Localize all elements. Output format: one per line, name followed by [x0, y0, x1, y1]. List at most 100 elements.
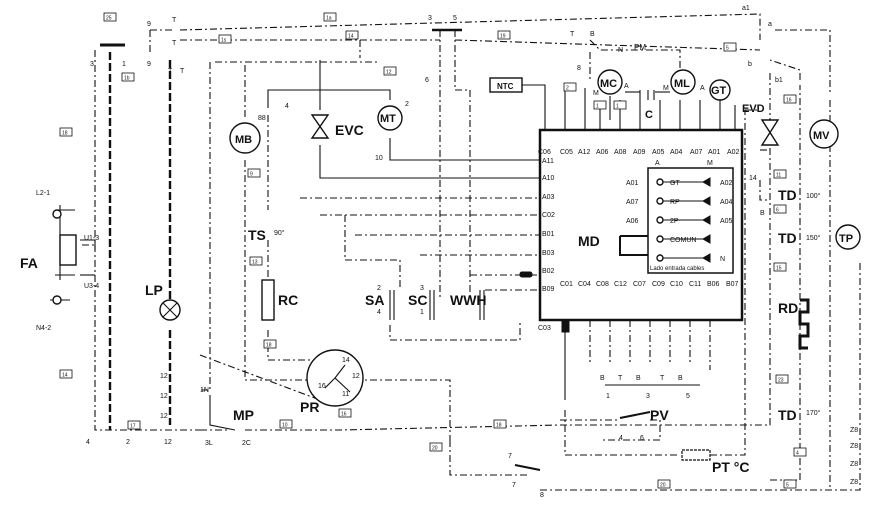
- fa-terminal-u1: U1-3: [84, 235, 99, 242]
- wire-tag: 20: [432, 446, 438, 452]
- power-rails: [82, 13, 861, 491]
- module-pin-left: A10: [542, 175, 555, 182]
- module-pin-left: B09: [542, 286, 555, 293]
- pr-terminal-16: 16: [318, 383, 326, 390]
- module-pin-top: A08: [614, 149, 627, 156]
- pin-2s: 2: [377, 285, 381, 292]
- wire-tag: 23: [778, 378, 784, 384]
- wire-tag: 1: [616, 104, 619, 110]
- door-switch: 3 1 9 9 T T T T: [90, 17, 185, 75]
- pin-z4: Z8: [850, 479, 858, 486]
- wire-tag-box: [773, 169, 787, 179]
- pin-88: 88: [258, 115, 266, 122]
- wire-tag: 1b: [124, 76, 130, 82]
- pin-ta: T: [172, 17, 177, 24]
- td3-temp: 170°: [806, 409, 821, 417]
- ntc-label: NTC: [497, 82, 514, 91]
- wire-tag-box: [563, 82, 577, 92]
- wire-tag: 1s: [221, 38, 227, 44]
- pin-8a: 8: [577, 65, 581, 72]
- inner-col-m: M: [707, 160, 713, 167]
- sc-label: SC: [408, 292, 427, 308]
- fa-terminal-n4: N4-2: [36, 325, 51, 332]
- sensor-ntc: NTC: [489, 77, 523, 93]
- pin-12c: 12: [160, 413, 168, 420]
- motors-top: T B 8 N PM MC ML GT M A M A C EVD: [570, 31, 765, 121]
- wire-tag: 25: [106, 16, 112, 22]
- pin-4a: 4: [285, 103, 289, 110]
- mp-terminal-3l: 3L: [205, 440, 213, 447]
- module-pin-bottom: C11: [689, 281, 701, 288]
- wire-tag-box: [613, 100, 627, 110]
- wire-tag: 17: [130, 424, 136, 430]
- wire-tag: 1: [596, 104, 599, 110]
- sa-label: SA: [365, 292, 384, 308]
- wire-tag: 5: [786, 483, 789, 489]
- wire-tag-box: [103, 12, 117, 22]
- module-pin-top: A12: [578, 149, 591, 156]
- wire-tag-box: [383, 66, 397, 76]
- wire-tag: 4: [796, 451, 799, 457]
- inner-row-right: N: [720, 256, 725, 263]
- inner-row-terminal: [656, 235, 664, 243]
- sensors-sa-sc-wwh: SA SC WWH 2 4 3 1: [365, 285, 487, 320]
- mt-label: MT: [380, 113, 396, 125]
- module-pin-top: C05: [560, 149, 573, 156]
- inner-row-terminal: [656, 254, 664, 262]
- inner-col-a: A: [655, 160, 660, 167]
- module-pin-top: A07: [690, 149, 703, 156]
- pin-b1: b1: [775, 77, 783, 84]
- pin-b5: B: [678, 375, 683, 382]
- pin-z2: Z8: [850, 443, 858, 450]
- motor-mt: MT 88 4 2 10 6: [258, 77, 429, 162]
- module-pin-top: A01: [708, 149, 721, 156]
- wire-tag-box: [773, 204, 787, 214]
- evc-label: EVC: [335, 122, 364, 138]
- programmer-pr: PR 14 16 12 11: [300, 349, 364, 415]
- wire-tag-box: [429, 442, 443, 452]
- wwh-label: WWH: [450, 292, 487, 308]
- c-label: C: [645, 109, 653, 121]
- wire-tag: 14: [348, 34, 354, 40]
- pin-z3: Z8: [850, 461, 858, 468]
- wire-tag: 13: [252, 260, 258, 266]
- module-pin-bottom: C12: [614, 281, 627, 288]
- module-pin-left: B01: [542, 231, 555, 238]
- pin-mb: M: [663, 85, 669, 92]
- module-pin-bottom: C09: [652, 281, 665, 288]
- pin-a: a: [768, 21, 772, 28]
- pin-tc: T: [168, 68, 173, 75]
- wire-tag-box: [793, 447, 807, 457]
- pin-5b: 5: [453, 15, 457, 22]
- pin-te: T: [570, 31, 575, 38]
- td-label-2: TD: [778, 230, 797, 246]
- wire-tag-box: [247, 168, 261, 178]
- inner-row-terminal: [656, 197, 664, 205]
- pin-1e: 1: [606, 393, 610, 400]
- inner-row-label: GT: [670, 180, 680, 187]
- filter-fa: FA L2-1 U1-3 U3-4 N4-2: [20, 190, 99, 332]
- mc-label: MC: [600, 78, 617, 90]
- wire-tag-box: [345, 30, 359, 40]
- thermostat-ts: TS 90° RC: [248, 227, 298, 321]
- pr-terminal-14: 14: [342, 357, 350, 364]
- wire-tag-box: [783, 479, 797, 489]
- module-pin-top: A04: [670, 149, 683, 156]
- tp-label: TP: [839, 233, 853, 245]
- pv-label: PV: [650, 407, 669, 423]
- wire-tag: 18: [496, 423, 502, 429]
- module-pin-top: A09: [633, 149, 646, 156]
- wire-tag: 16: [786, 98, 792, 104]
- pin-tb: T: [172, 40, 177, 47]
- module-pin-bottom: C01: [560, 281, 573, 288]
- wire-tag: 16: [341, 412, 347, 418]
- wire-tag: 2: [566, 86, 569, 92]
- mp-label: MP: [233, 407, 254, 423]
- pin-b2: B: [760, 210, 765, 217]
- wire-tag: 9: [250, 172, 253, 178]
- pin-4s: 4: [377, 309, 381, 316]
- pin-b3: B: [600, 375, 605, 382]
